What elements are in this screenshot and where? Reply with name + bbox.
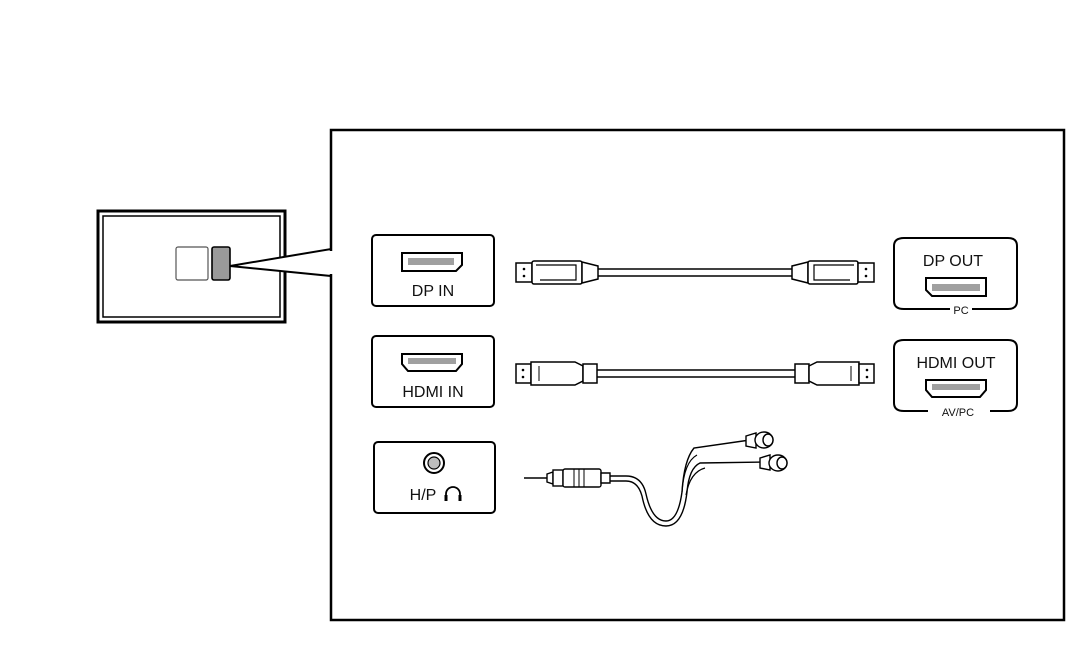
headphone-port: H/P (373, 441, 496, 514)
displayport-icon (401, 252, 463, 272)
hdmi-out-label: HDMI OUT (916, 355, 995, 372)
headphone-jack-icon (423, 452, 445, 474)
headphone-icon (444, 486, 462, 501)
dp-in-label: DP IN (412, 283, 454, 300)
headphone-cable (524, 431, 788, 527)
hdmi-icon (401, 353, 463, 372)
dp-out-source-label: PC (953, 305, 968, 317)
headphone-label: H/P (410, 487, 437, 504)
dp-out-label: DP OUT (923, 253, 983, 270)
dp-out-port: DP OUT PC (893, 237, 1018, 317)
dp-cable (515, 260, 875, 285)
hdmi-in-label: HDMI IN (402, 384, 463, 401)
displayport-icon (925, 277, 987, 297)
hdmi-out-port: HDMI OUT AV/PC (893, 339, 1018, 419)
hdmi-icon (925, 379, 987, 398)
hdmi-in-port: HDMI IN (371, 335, 495, 408)
dp-in-port: DP IN (371, 234, 495, 307)
hdmi-cable (515, 361, 875, 386)
hdmi-out-source-label: AV/PC (942, 407, 974, 419)
